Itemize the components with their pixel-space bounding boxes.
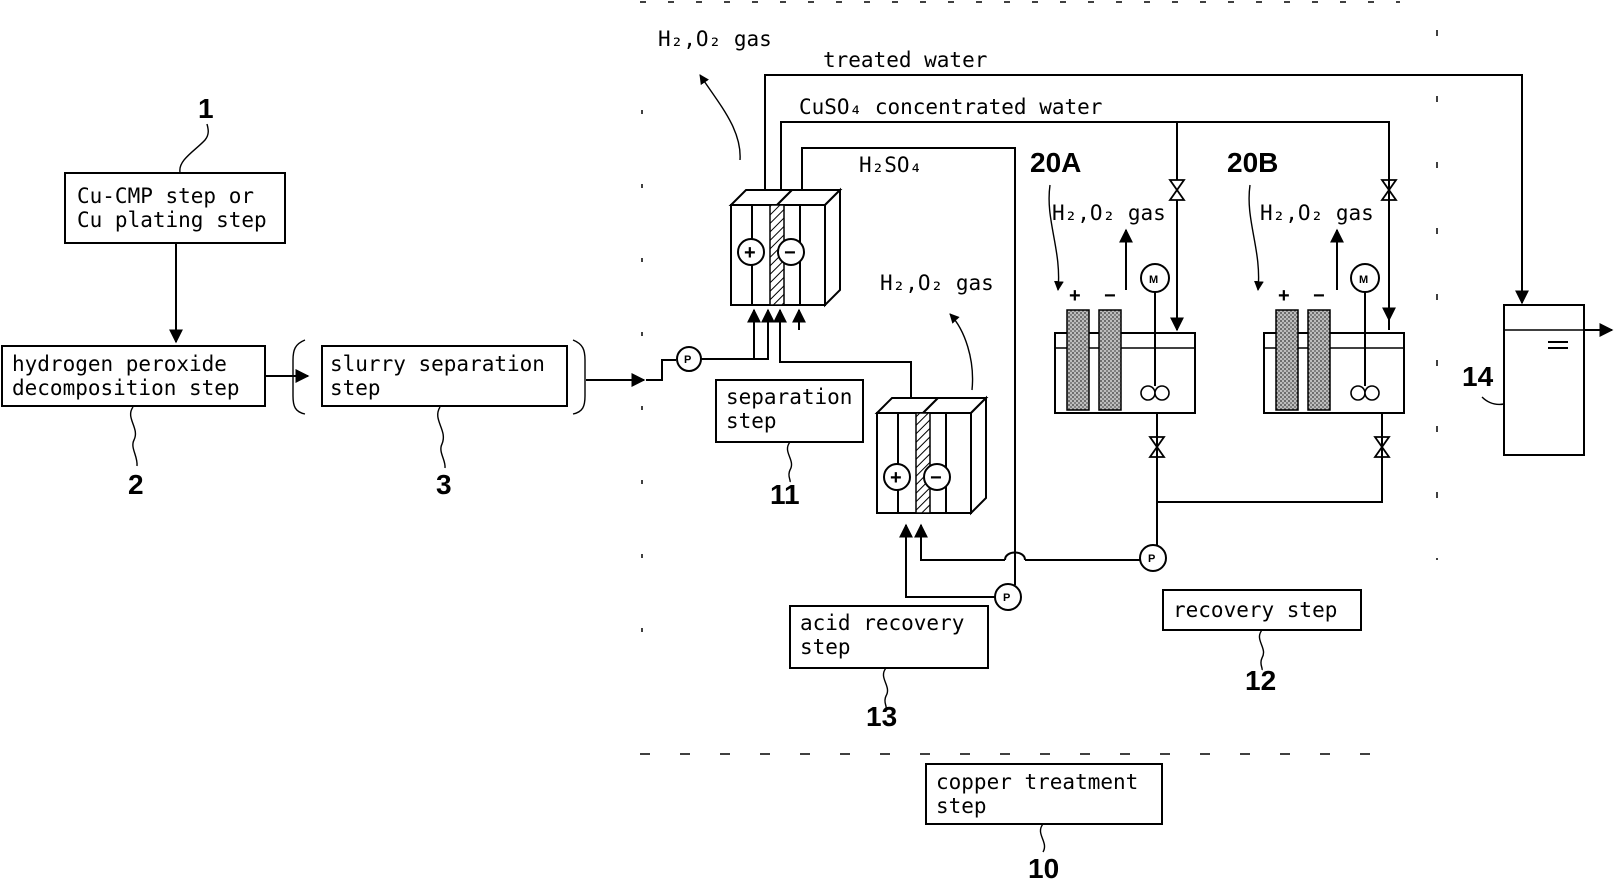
- svg-text:P: P: [1003, 592, 1010, 604]
- svg-text:+: +: [744, 242, 756, 264]
- number-1: 1: [198, 93, 214, 124]
- leader-14: [1481, 396, 1505, 406]
- svg-text:−: −: [930, 467, 942, 489]
- leader-13: [882, 667, 889, 709]
- label-20a: 20A: [1030, 147, 1081, 178]
- svg-text:+: +: [1069, 285, 1081, 307]
- leader-11: [786, 441, 793, 483]
- stirrer-icon-20a: [1140, 385, 1156, 401]
- step-recovery: recovery step: [1162, 589, 1362, 631]
- gas-arrow-13: [949, 313, 974, 391]
- cathode-icon: [777, 238, 805, 266]
- storage-tank: [1503, 304, 1585, 456]
- cathode-plate-20b: [1307, 309, 1331, 411]
- svg-text:M: M: [1359, 274, 1368, 286]
- feed-line: [646, 359, 676, 381]
- step-cu-cmp-line2: Cu plating step: [77, 208, 267, 232]
- pump-recovery: P: [1139, 544, 1167, 572]
- cell13-to-cell11: [773, 308, 912, 398]
- leader-20a: [1048, 184, 1064, 291]
- anode-plate-20a: [1066, 309, 1090, 411]
- h2so4-line: [801, 147, 1016, 560]
- bracket-right: [572, 339, 586, 415]
- leader-1: [179, 123, 209, 173]
- svg-text:P: P: [1148, 553, 1155, 565]
- anode-icon: [737, 238, 765, 266]
- tank-20b: + − M: [1263, 263, 1405, 414]
- cathode-plate-20a: [1098, 309, 1122, 411]
- step-hydrogen-peroxide-line1: hydrogen peroxide: [12, 352, 227, 376]
- number-12: 12: [1245, 665, 1276, 696]
- feed-to-cell-11: [701, 308, 775, 360]
- number-2: 2: [128, 469, 144, 500]
- label-20b: 20B: [1227, 147, 1278, 178]
- acid-to-cell-13: [899, 523, 995, 598]
- cathode-icon-13: [923, 463, 951, 491]
- cuso4-label: CuSO₄ concentrated water: [799, 95, 1102, 119]
- leader-3: [437, 406, 446, 469]
- step-separation-line2: step: [726, 409, 777, 433]
- gas-label-20b: H₂,O₂ gas: [1260, 201, 1374, 225]
- step-acid-recovery-line1: acid recovery: [800, 611, 964, 635]
- h2so4-label: H₂SO₄: [859, 153, 922, 177]
- recovery-to-cell-13: [914, 523, 1005, 561]
- number-13: 13: [866, 701, 897, 732]
- step-cu-cmp: Cu-CMP step or Cu plating step: [64, 172, 286, 244]
- gas-label-13: H₂,O₂ gas: [880, 271, 994, 295]
- tank-20a: + − M: [1054, 263, 1196, 414]
- svg-text:+: +: [890, 467, 902, 489]
- outlet-20b: [1157, 413, 1383, 503]
- step-recovery-line1: recovery step: [1173, 598, 1337, 622]
- number-11: 11: [770, 479, 800, 510]
- pump-acid: P: [994, 583, 1022, 611]
- step-hydrogen-peroxide: hydrogen peroxide decomposition step: [1, 345, 266, 407]
- pump-feed: P: [676, 346, 702, 372]
- acid-recovery-cell: + −: [874, 395, 989, 516]
- bracket-left: [292, 339, 306, 415]
- step-acid-recovery: acid recovery step: [789, 605, 989, 669]
- svg-text:M: M: [1149, 274, 1158, 286]
- treated-water-line: [764, 74, 1529, 305]
- svg-text:−: −: [784, 242, 796, 264]
- leader-10: [1039, 823, 1046, 853]
- step-copper-treatment-line2: step: [936, 794, 987, 818]
- step-copper-treatment: copper treatment step: [925, 763, 1163, 825]
- step-separation: separation step: [715, 379, 864, 443]
- leader-2: [129, 406, 138, 467]
- gas-arrow-11: [699, 74, 741, 161]
- svg-text:−: −: [1104, 285, 1116, 307]
- number-3: 3: [436, 469, 452, 500]
- step-hydrogen-peroxide-line2: decomposition step: [12, 376, 240, 400]
- step-slurry-separation: slurry separation step: [321, 345, 568, 407]
- step-slurry-separation-line1: slurry separation: [330, 352, 545, 376]
- step-copper-treatment-line1: copper treatment: [936, 770, 1138, 794]
- gas-label-20a: H₂,O₂ gas: [1052, 201, 1166, 225]
- step-slurry-separation-line2: step: [330, 376, 381, 400]
- anode-plate-20b: [1275, 309, 1299, 411]
- number-10: 10: [1028, 853, 1059, 882]
- step-acid-recovery-line2: step: [800, 635, 851, 659]
- step-cu-cmp-line1: Cu-CMP step or: [77, 184, 254, 208]
- treated-water-label: treated water: [823, 48, 987, 72]
- svg-text:−: −: [1313, 285, 1325, 307]
- svg-text:P: P: [684, 354, 691, 366]
- step-separation-line1: separation: [726, 385, 852, 409]
- separation-cell: + −: [728, 187, 843, 308]
- leader-12: [1258, 629, 1265, 671]
- stirrer-icon-20b: [1350, 385, 1366, 401]
- svg-text:+: +: [1278, 285, 1290, 307]
- valve-20a-in: [1168, 179, 1186, 201]
- copper-treatment-boundary: [640, 1, 1438, 755]
- leader-20b: [1248, 184, 1264, 291]
- anode-icon-13: [883, 463, 911, 491]
- gas-label-11: H₂,O₂ gas: [658, 27, 772, 51]
- label-14: 14: [1462, 361, 1494, 392]
